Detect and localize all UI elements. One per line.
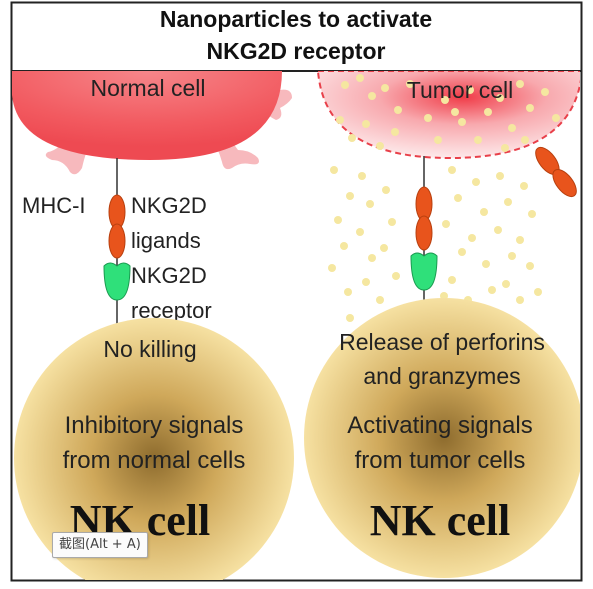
nanoparticle-dot — [334, 216, 342, 224]
nanoparticle-dot — [366, 200, 374, 208]
screenshot-tooltip: 截图(Alt + A) — [52, 532, 148, 558]
nanoparticle-dot — [474, 136, 482, 144]
nanoparticle-dot — [516, 80, 524, 88]
tumor-cell-body — [316, 71, 580, 160]
nanoparticle-dot — [434, 136, 442, 144]
nanoparticle-dot — [382, 186, 390, 194]
right-nk-cell — [304, 298, 580, 578]
nanoparticle-dot — [451, 108, 459, 116]
mhc-label: MHC-I — [22, 193, 86, 218]
nanoparticle-dot — [466, 86, 474, 94]
nanoparticle-dot — [454, 194, 462, 202]
left-nkg2d-ligand — [108, 194, 126, 259]
right-nkg2d-ligand — [415, 186, 433, 251]
tumor-cell-label: Tumor cell — [407, 77, 514, 103]
release-line2: and granzymes — [363, 363, 520, 389]
left-signal-line1: Inhibitory signals — [65, 412, 244, 439]
nanoparticle-dot — [482, 260, 490, 268]
nanoparticle-dot — [496, 94, 504, 102]
nanoparticle-dot — [526, 262, 534, 270]
normal-cell-body — [12, 71, 282, 160]
nanoparticle-dot — [341, 81, 349, 89]
figure-title-line2: NKG2D receptor — [207, 38, 386, 64]
right-nkg2d-receptor — [410, 252, 438, 291]
nanoparticle-dot — [388, 218, 396, 226]
left-nk-cell — [14, 318, 294, 580]
nanoparticle-dot — [501, 144, 509, 152]
nanoparticle-dot — [494, 226, 502, 234]
receptor-label-line1: NKG2D — [131, 263, 207, 288]
nanoparticle-dot — [468, 234, 476, 242]
normal-cell-label: Normal cell — [90, 75, 205, 101]
nanoparticle-dot — [358, 172, 366, 180]
nanoparticle-dot — [424, 114, 432, 122]
right-signal-line2: from tumor cells — [355, 447, 526, 474]
nanoparticle-dot — [472, 178, 480, 186]
release-line1: Release of perforins — [339, 329, 545, 355]
nanoparticle-dot — [346, 192, 354, 200]
nanoparticle-dot — [362, 278, 370, 286]
ligand-label-line1: NKG2D — [131, 193, 207, 218]
nanoparticle-dot — [376, 296, 384, 304]
nanoparticle-dot — [541, 88, 549, 96]
nanoparticle-dot — [381, 84, 389, 92]
nanoparticle-dot — [391, 128, 399, 136]
nanoparticle-dot — [442, 220, 450, 228]
nanoparticle-dot — [441, 96, 449, 104]
nanoparticle-dot — [528, 210, 536, 218]
right-nk-cell-label: NK cell — [370, 496, 511, 545]
nanoparticle-dot — [406, 80, 414, 88]
right-signal-line1: Activating signals — [347, 412, 532, 439]
ligand-label-line2: ligands — [131, 228, 201, 253]
nanoparticle-dot — [336, 116, 344, 124]
nanoparticle-dot — [448, 276, 456, 284]
nanoparticle-dot — [526, 104, 534, 112]
nanoparticle-dot — [508, 124, 516, 132]
left-signal-line2: from normal cells — [63, 447, 246, 474]
nanoparticle-dot — [340, 242, 348, 250]
nanoparticle-dot — [344, 288, 352, 296]
nanoparticle-dot — [348, 134, 356, 142]
nanoparticle-dot — [496, 172, 504, 180]
nanoparticle-dot — [458, 118, 466, 126]
nanoparticle-dot — [328, 264, 336, 272]
figure-frame — [10, 1, 583, 582]
left-nkg2d-receptor — [103, 262, 131, 301]
nanoparticle-dot — [440, 292, 448, 300]
nanoparticle-dot — [480, 208, 488, 216]
nanoparticle-dot — [534, 288, 542, 296]
nanoparticle-dot — [508, 252, 516, 260]
nanoparticle-dot — [392, 272, 400, 280]
nanoparticle-dot — [362, 120, 370, 128]
figure-title-line1: Nanoparticles to activate — [160, 6, 432, 32]
normal-cell — [12, 71, 292, 175]
nanoparticle-dot — [356, 228, 364, 236]
nanoparticle-dot — [448, 166, 456, 174]
nanoparticle-dot — [520, 182, 528, 190]
nanoparticle-dot — [458, 248, 466, 256]
left-outcome-label: No killing — [103, 336, 196, 362]
nanoparticle-dot — [346, 314, 354, 322]
nanoparticle-dot — [521, 136, 529, 144]
nanoparticle-dot — [394, 106, 402, 114]
nanoparticle-dot — [368, 254, 376, 262]
nanoparticle-dot — [488, 286, 496, 294]
nanoparticle-dot — [516, 296, 524, 304]
nanoparticle-dot — [356, 74, 364, 82]
nanoparticle-dot — [368, 92, 376, 100]
nanoparticle-dot — [484, 108, 492, 116]
nanoparticle-dot — [330, 166, 338, 174]
shed-nkg2d-ligand — [535, 146, 577, 198]
nanoparticle-dot — [552, 114, 560, 122]
nanoparticle-dot — [504, 198, 512, 206]
nanoparticle-dot — [502, 280, 510, 288]
nanoparticle-dot — [380, 244, 388, 252]
nanoparticle-dot — [376, 142, 384, 150]
nanoparticle-dot — [516, 236, 524, 244]
